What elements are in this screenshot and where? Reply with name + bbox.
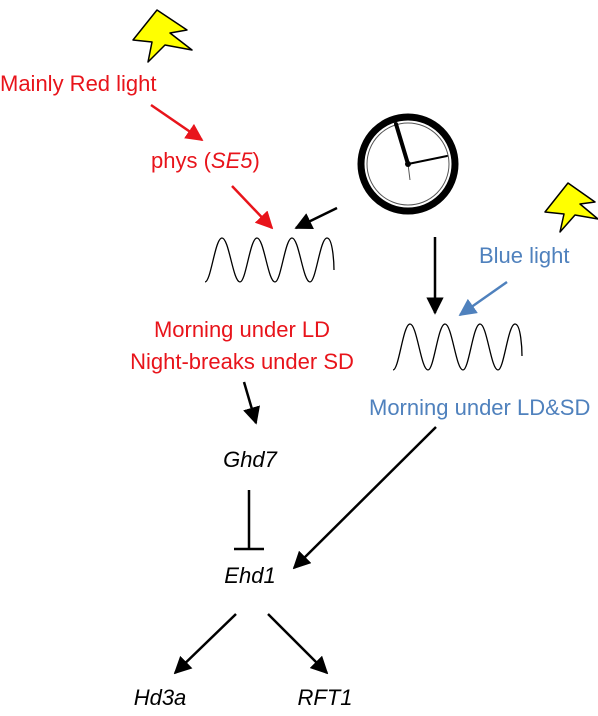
blue-rhythm-label: Morning under LD&SD [369, 395, 591, 420]
oscillation-wave-icon [204, 237, 335, 283]
blue-light-label: Blue light [479, 243, 570, 268]
oscillation-wave-icon [392, 323, 523, 371]
phys-label: phys (SE5) [151, 148, 260, 174]
gene-rft1: RFT1 [297, 685, 353, 710]
phys-gene-se5: SE5 [210, 148, 253, 173]
lightning-bolt-icon [132, 9, 193, 63]
gene-ghd7: Ghd7 [223, 447, 277, 472]
arrow-blue-rhythm-to-ehd1 [292, 426, 437, 570]
arrow-ehd1-to-hd3a [173, 613, 237, 675]
repression-ghd7-to-ehd1 [234, 490, 264, 551]
phys-suffix: ) [252, 148, 260, 173]
arrow-red-light-to-phys [150, 103, 204, 142]
clock-icon [357, 113, 459, 215]
arrow-clock-to-red-rhythm [294, 206, 338, 230]
arrow-red-rhythm-to-ghd7 [242, 381, 260, 425]
lightning-bolt-icon [544, 182, 598, 233]
red-rhythm-label-line1: Morning under LD [153, 317, 331, 342]
arrow-ehd1-to-rft1 [267, 613, 329, 675]
red-rhythm-label-line2: Night-breaks under SD [130, 349, 354, 374]
gene-hd3a: Hd3a [133, 685, 187, 710]
gene-ehd1: Ehd1 [224, 563, 276, 588]
red-light-label: Mainly Red light [0, 71, 157, 96]
arrow-phys-to-red-rhythm [231, 185, 274, 230]
phys-prefix: phys ( [151, 148, 211, 173]
arrow-blue-light-to-blue-rhythm [458, 280, 508, 317]
